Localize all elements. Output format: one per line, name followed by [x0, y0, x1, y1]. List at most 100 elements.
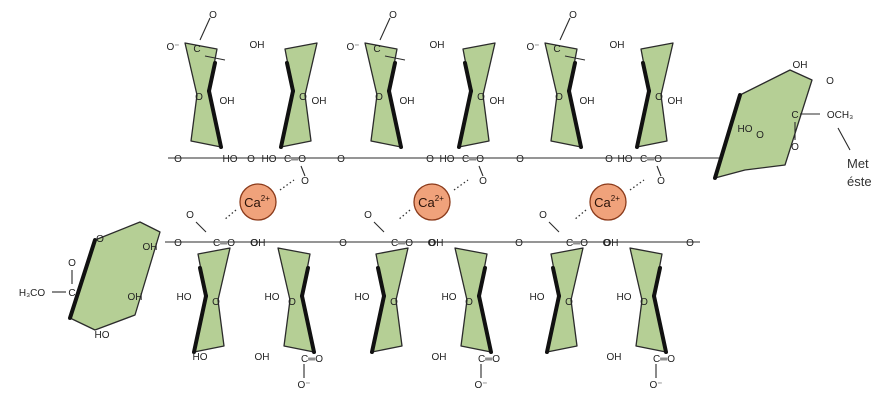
hydroxyl-label: OH	[610, 40, 625, 51]
galacturonate-ring: O	[457, 42, 496, 149]
ring-front-edge	[198, 266, 208, 298]
calcium-ion-circle	[239, 183, 277, 221]
hydroxyl-label: OH	[251, 238, 266, 249]
hydroxyl-label: HO	[95, 330, 110, 341]
carboxylate-oxygen: O	[479, 176, 487, 187]
hydroxyl-label: HO	[262, 154, 277, 165]
methyl-ester-annotation: Met éste	[847, 156, 872, 189]
hydroxyl-label: HO	[193, 352, 208, 363]
methyl-ester-label: OCH₃	[827, 110, 853, 121]
annotation-line-2: éste	[847, 174, 872, 189]
carboxylate-oxygen: O⁻	[166, 42, 179, 53]
hydroxyl-label: HO	[442, 292, 457, 303]
carbonyl-oxygen: O	[791, 142, 799, 153]
hydroxyl-label: OH	[668, 96, 683, 107]
ring-shape	[277, 247, 315, 353]
galacturonate-ring: O	[370, 247, 409, 354]
ionic-bond	[279, 179, 295, 191]
hydroxyl-label: OH	[607, 352, 622, 363]
hydroxyl-label: HO	[530, 292, 545, 303]
carboxylate-oxygen: O⁻	[474, 380, 487, 391]
carboxylate-oxygen: O⁻	[526, 42, 539, 53]
calcium-ion-circle	[413, 183, 451, 221]
annotation-line-1: Met	[847, 156, 869, 171]
calcium-ion: Ca2+	[413, 183, 451, 221]
ester-carbon: C	[68, 288, 75, 299]
calcium-ion-label: Ca2+	[244, 194, 270, 210]
glycosidic-oxygen: O	[426, 154, 434, 165]
galacturonate-ring: O	[454, 247, 493, 354]
carboxyl-bond	[478, 165, 484, 177]
ring-front-edge	[300, 294, 316, 354]
ring-front-edge	[68, 238, 97, 320]
carboxyl-carbon: C	[553, 44, 560, 55]
calcium-charge: 2+	[261, 194, 270, 203]
carboxyl-bond	[300, 165, 306, 177]
ring-oxygen-label: O	[565, 297, 573, 308]
hydroxyl-label: HO	[738, 124, 753, 135]
carboxyl-carbon: C	[193, 44, 200, 55]
ring-oxygen-label: O	[195, 92, 203, 103]
calcium-ion-circle	[589, 183, 627, 221]
carbonyl-oxygen: O	[68, 258, 76, 269]
ring-front-edge	[463, 61, 473, 93]
ring-oxygen-label: O	[96, 234, 104, 245]
carbonyl-label: C═O	[478, 354, 500, 365]
ring-front-edge	[387, 89, 403, 149]
calcium-ion: Ca2+	[589, 183, 627, 221]
carboxyl-bond	[548, 221, 560, 233]
carbonyl-label: C═O	[462, 154, 484, 165]
galacturonate-ring: O	[364, 42, 403, 149]
ring-front-edge	[477, 266, 487, 298]
hydroxyl-label: HO	[223, 154, 238, 165]
carboxylate-oxygen: O⁻	[297, 380, 310, 391]
ring-front-edge	[376, 266, 386, 298]
carboxylate-oxygen: O	[364, 210, 372, 221]
galacturonate-ring: O	[635, 42, 674, 149]
glycosidic-oxygen: O	[826, 76, 834, 87]
carbonyl-bond	[379, 17, 391, 41]
ring-front-edge	[713, 93, 742, 180]
ring-front-edge	[387, 61, 397, 93]
calcium-ion: Ca2+	[239, 183, 277, 221]
calcium-symbol: Ca	[594, 195, 611, 210]
carbonyl-oxygen: O	[569, 10, 577, 21]
ring-front-edge	[641, 61, 651, 93]
carbonyl-bond	[559, 17, 571, 41]
carbonyl-oxygen: O	[209, 10, 217, 21]
hydroxyl-label: HO	[618, 154, 633, 165]
hydroxyl-label: HO	[617, 292, 632, 303]
carbonyl-label: C═O	[566, 238, 588, 249]
carboxyl-bond	[656, 165, 662, 177]
ring-front-edge	[370, 294, 386, 354]
ring-front-edge	[477, 294, 493, 354]
ester-carbon: C	[791, 110, 798, 121]
carbonyl-label: C═O	[653, 354, 675, 365]
carboxyl-bond	[373, 221, 385, 233]
glycosidic-oxygen: O	[250, 238, 258, 249]
galacturonate-ring: O	[545, 247, 584, 354]
ring-front-edge	[652, 266, 662, 298]
glycosidic-oxygen: O	[605, 154, 613, 165]
calcium-ion-label: Ca2+	[594, 194, 620, 210]
carboxylate-oxygen: O⁻	[346, 42, 359, 53]
calcium-ion-label: Ca2+	[418, 194, 444, 210]
ring-front-edge	[567, 89, 583, 149]
glycosidic-oxygen: O	[516, 154, 524, 165]
hydroxyl-label: OH	[220, 96, 235, 107]
ring-front-edge	[279, 89, 295, 149]
hydroxyl-label: HO	[265, 292, 280, 303]
calcium-symbol: Ca	[418, 195, 435, 210]
calcium-symbol: Ca	[244, 195, 261, 210]
ring-front-edge	[207, 61, 217, 93]
terminal-oxygen: O	[174, 238, 182, 249]
glycosidic-oxygen: O	[603, 238, 611, 249]
ring-substituent-bond	[564, 55, 586, 61]
ring-substituent-bond	[204, 55, 226, 61]
hydroxyl-label: OH	[128, 292, 143, 303]
hydroxyl-label: HO	[177, 292, 192, 303]
